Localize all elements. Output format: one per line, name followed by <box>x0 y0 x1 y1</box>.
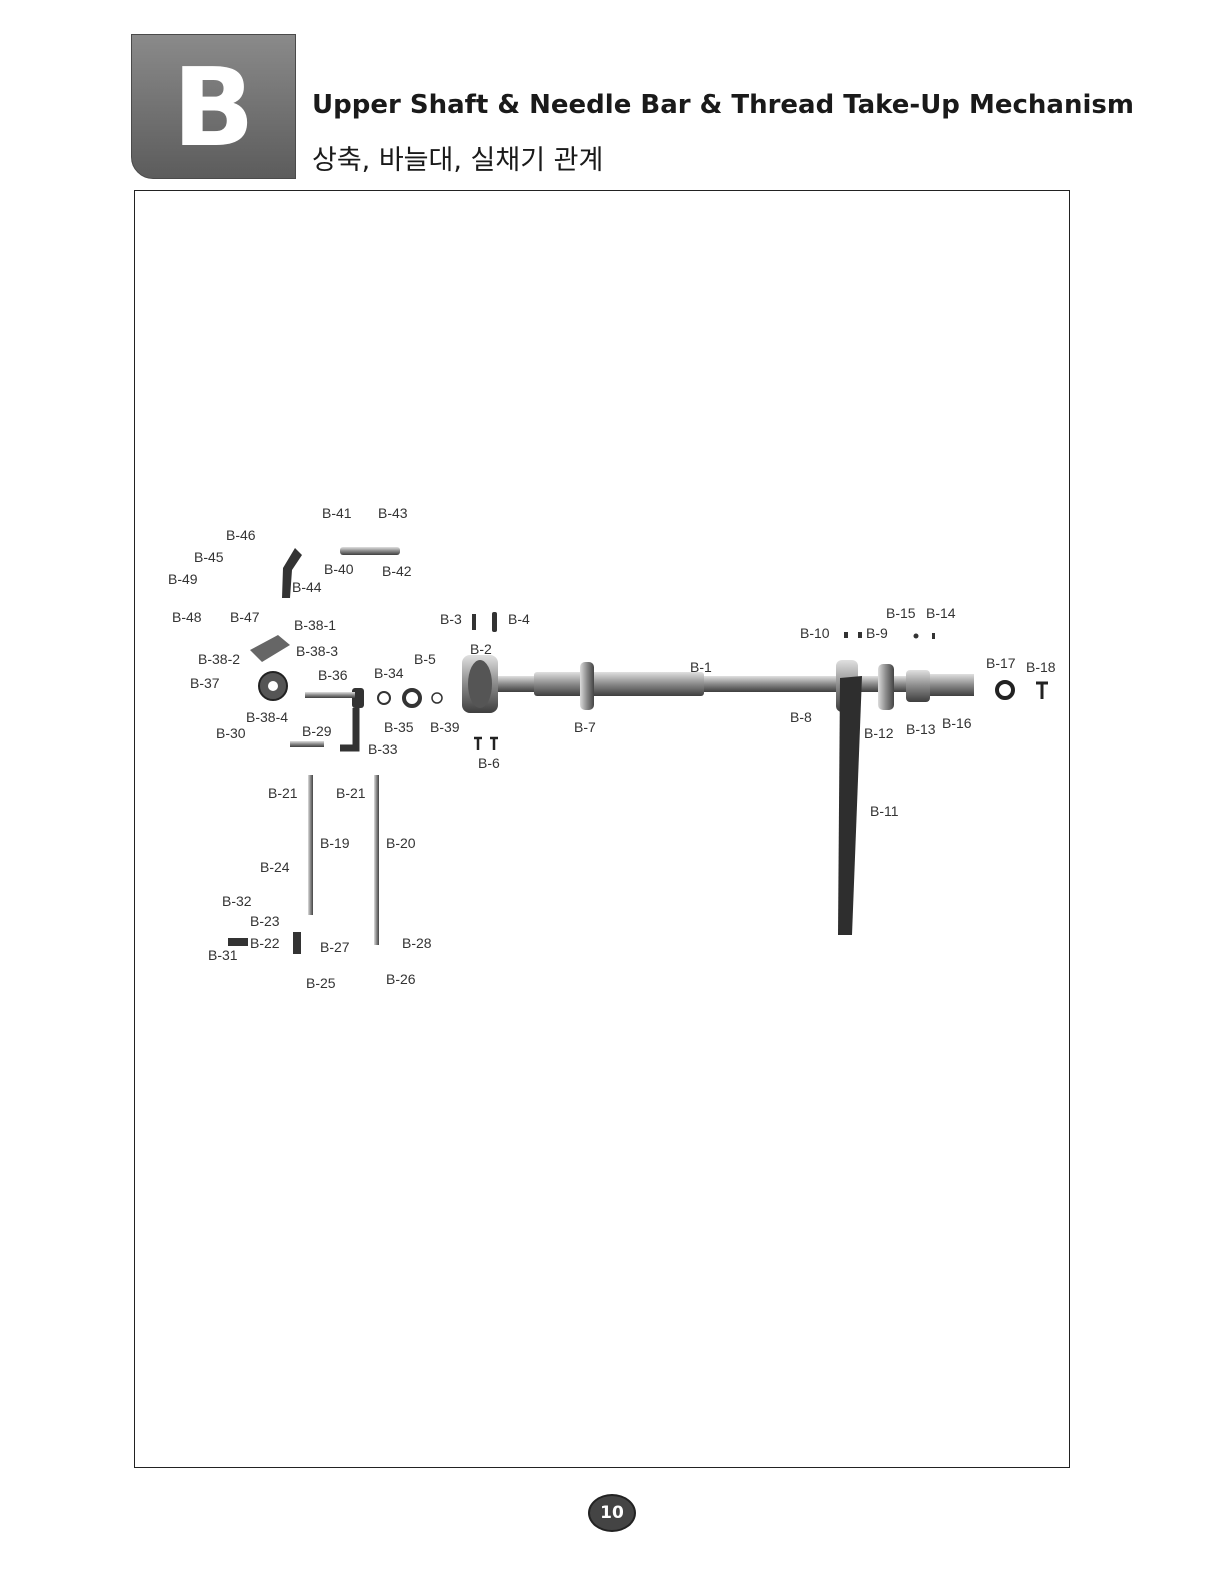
label-b44: B-44 <box>292 579 322 595</box>
label-b43: B-43 <box>378 505 408 521</box>
label-b49: B-49 <box>168 571 198 587</box>
label-b17: B-17 <box>986 655 1016 671</box>
label-b3: B-3 <box>440 611 462 627</box>
washer-part <box>995 680 1015 700</box>
label-b34: B-34 <box>374 665 404 681</box>
label-b7: B-7 <box>574 719 596 735</box>
label-b47: B-47 <box>230 609 260 625</box>
part-labels: B-1 B-2 B-3 B-4 B-5 B-6 B-7 B-8 B-9 B-10… <box>168 505 1056 991</box>
label-b21-right: B-21 <box>336 785 366 801</box>
page-title-english: Upper Shaft & Needle Bar & Thread Take-U… <box>312 90 1134 120</box>
label-b6: B-6 <box>478 755 500 771</box>
diagram-frame <box>134 190 1070 1468</box>
label-b2: B-2 <box>470 641 492 657</box>
label-b35: B-35 <box>384 719 414 735</box>
label-b41: B-41 <box>322 505 352 521</box>
upper-shaft-part <box>462 655 974 713</box>
label-b46: B-46 <box>226 527 256 543</box>
label-b10: B-10 <box>800 625 830 641</box>
label-b31: B-31 <box>208 947 238 963</box>
thread-take-up-lever-part <box>838 676 862 935</box>
section-tab: B <box>131 34 296 179</box>
label-b38-4: B-38-4 <box>246 709 288 725</box>
label-b12: B-12 <box>864 725 894 741</box>
screw-part <box>1036 681 1048 699</box>
label-b8: B-8 <box>790 709 812 725</box>
needle-bar-part <box>308 775 313 915</box>
label-b42: B-42 <box>382 563 412 579</box>
label-b30: B-30 <box>216 725 246 741</box>
page-title-korean: 상축, 바늘대, 실채기 관계 <box>312 145 604 176</box>
label-b23: B-23 <box>250 913 280 929</box>
label-b39: B-39 <box>430 719 460 735</box>
label-b1: B-1 <box>690 659 712 675</box>
page-number: 10 <box>588 1494 636 1532</box>
label-b15: B-15 <box>886 605 916 621</box>
label-b33: B-33 <box>368 741 398 757</box>
needle-bar-rod-part <box>374 775 379 945</box>
label-b27: B-27 <box>320 939 350 955</box>
label-b19: B-19 <box>320 835 350 851</box>
label-b38-2: B-38-2 <box>198 651 240 667</box>
label-b13: B-13 <box>906 721 936 737</box>
label-b37: B-37 <box>190 675 220 691</box>
label-b28: B-28 <box>402 935 432 951</box>
label-b20: B-20 <box>386 835 416 851</box>
label-b24: B-24 <box>260 859 290 875</box>
label-b25: B-25 <box>306 975 336 991</box>
label-b32: B-32 <box>222 893 252 909</box>
label-b4: B-4 <box>508 611 530 627</box>
label-b5: B-5 <box>414 651 436 667</box>
label-b11: B-11 <box>870 803 899 819</box>
label-b21-left: B-21 <box>268 785 298 801</box>
label-b45: B-45 <box>194 549 224 565</box>
section-letter: B <box>172 46 255 171</box>
label-b18: B-18 <box>1026 659 1056 675</box>
label-b9: B-9 <box>866 625 888 641</box>
label-b29: B-29 <box>302 723 332 739</box>
label-b38-1: B-38-1 <box>294 617 336 633</box>
label-b26: B-26 <box>386 971 416 987</box>
label-b40: B-40 <box>324 561 354 577</box>
label-b36: B-36 <box>318 667 348 683</box>
label-b48: B-48 <box>172 609 202 625</box>
label-b22: B-22 <box>250 935 280 951</box>
label-b16: B-16 <box>942 715 972 731</box>
label-b14: B-14 <box>926 605 956 621</box>
label-b38-3: B-38-3 <box>296 643 338 659</box>
